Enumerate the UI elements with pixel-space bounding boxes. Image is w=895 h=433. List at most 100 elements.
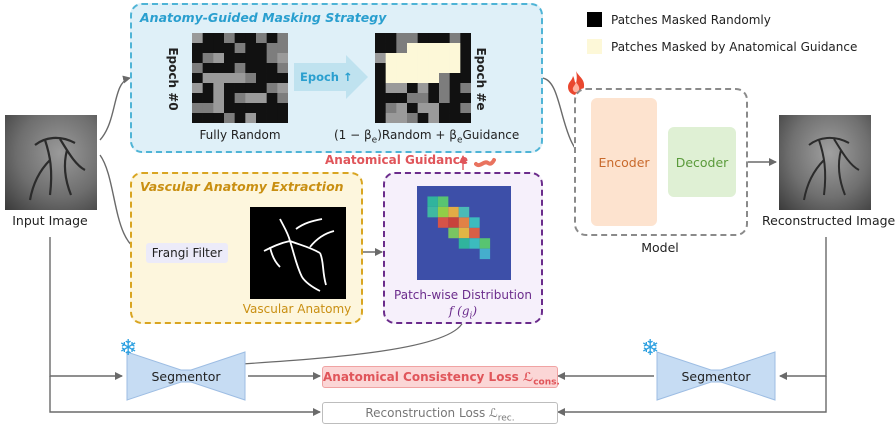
epoch-increase-arrow (294, 55, 368, 99)
mask-patch (396, 33, 408, 44)
mask-patch (375, 63, 386, 74)
right-segmentor-label: Segmentor (681, 369, 751, 384)
mask-patch (385, 53, 397, 64)
snowflake-icon: ❄ (641, 336, 660, 361)
vascular-anatomy-image (250, 207, 346, 299)
mask-patch (202, 93, 214, 104)
mask-patch (234, 33, 246, 44)
mask-patch (428, 53, 440, 64)
mask-patch (375, 93, 386, 104)
mask-patch (407, 73, 418, 84)
mask-patch (449, 73, 461, 84)
mask-patch (385, 73, 397, 84)
mask-patch (277, 103, 288, 114)
mask-patch (224, 113, 235, 123)
mask-patch (277, 113, 288, 123)
heatmap-patch (437, 196, 449, 207)
mask-patch (375, 113, 386, 123)
encoder-block (591, 98, 657, 226)
mask-patch (375, 103, 386, 114)
consistency-loss-text: Anatomical Consistency Loss ℒ (323, 370, 534, 384)
reconstruction-loss-text: Reconstruction Loss ℒ (365, 406, 498, 420)
mask-patch (428, 63, 440, 74)
extraction-title: Vascular Anatomy Extraction (140, 179, 344, 194)
mask-patch (266, 73, 278, 84)
mask-patch (224, 43, 235, 54)
mask-patch (385, 33, 397, 44)
mask-patch (407, 83, 418, 94)
mask-patch (234, 93, 246, 104)
mask-patch (192, 73, 203, 84)
epoch0-mask-grid (192, 33, 288, 123)
mask-patch (407, 53, 418, 64)
mask-patch (417, 113, 429, 123)
mask-patch (266, 103, 278, 114)
mask-patch (245, 83, 257, 94)
mask-patch (407, 93, 418, 104)
mask-patch (245, 33, 257, 44)
mask-patch (417, 43, 429, 54)
mask-patch (375, 43, 386, 54)
line-input-to-recloss (49, 376, 321, 416)
mask-patch (439, 63, 450, 74)
vascular-anatomy-caption: Vascular Anatomy (242, 302, 352, 316)
mask-patch (460, 113, 471, 123)
mask-patch (385, 83, 397, 94)
mask-patch (407, 113, 418, 123)
epoche-label: Epoch #e (474, 34, 488, 124)
mask-patch (396, 93, 408, 104)
mask-patch (234, 83, 246, 94)
mask-patch (460, 73, 471, 84)
reconstruction-loss-box: Reconstruction Loss ℒrec. (322, 402, 558, 424)
mask-patch (266, 113, 278, 123)
mask-patch (277, 83, 288, 94)
mask-patch (439, 113, 450, 123)
heatmap-patch (469, 238, 480, 249)
mask-patch (277, 93, 288, 104)
mask-patch (385, 43, 397, 54)
reconstructed-caption: Reconstructed Image (762, 213, 895, 228)
mask-patch (256, 63, 267, 74)
mask-patch (202, 83, 214, 94)
mask-patch (192, 93, 203, 104)
mask-patch (375, 53, 386, 64)
mask-patch (449, 93, 461, 104)
mask-patch (396, 43, 408, 54)
heatmap-patch (448, 217, 459, 228)
mask-patch (460, 33, 471, 44)
guided-caption-sub2: e (456, 135, 463, 146)
mask-patch (428, 73, 440, 84)
mask-patch (460, 43, 471, 54)
heatmap-patch (458, 238, 470, 249)
arrow-input-to-masking (99, 75, 131, 141)
input-image (5, 115, 97, 210)
guided-caption: (1 − βe)Random + βeGuidance (334, 128, 519, 145)
heatmap-patch (458, 227, 470, 239)
mask-patch (202, 53, 214, 64)
mask-patch (439, 73, 450, 84)
mask-patch (277, 33, 288, 44)
mask-patch (234, 113, 246, 123)
mask-patch (439, 33, 450, 44)
left-segmentor-label: Segmentor (151, 369, 221, 384)
heatmap-patch (469, 227, 480, 239)
mask-patch (385, 93, 397, 104)
mask-patch (202, 43, 214, 54)
anatomical-guidance-label: Anatomical Guidance (325, 153, 469, 167)
mask-patch (439, 43, 450, 54)
mask-patch (234, 73, 246, 84)
heatmap-patch (437, 206, 449, 218)
mask-patch (439, 83, 450, 94)
model-caption: Model (641, 240, 679, 255)
mask-patch (256, 73, 267, 84)
epoch-arrow-label: Epoch ↑ (300, 70, 353, 84)
mask-patch (213, 93, 225, 104)
mask-patch (385, 63, 397, 74)
mask-patch (417, 83, 429, 94)
masking-title: Anatomy-Guided Masking Strategy (140, 10, 387, 25)
mask-patch (428, 93, 440, 104)
epoch0-label: Epoch #0 (166, 47, 180, 111)
guided-caption-sub: e (371, 135, 378, 146)
mask-patch (213, 113, 225, 123)
mask-patch (266, 63, 278, 74)
